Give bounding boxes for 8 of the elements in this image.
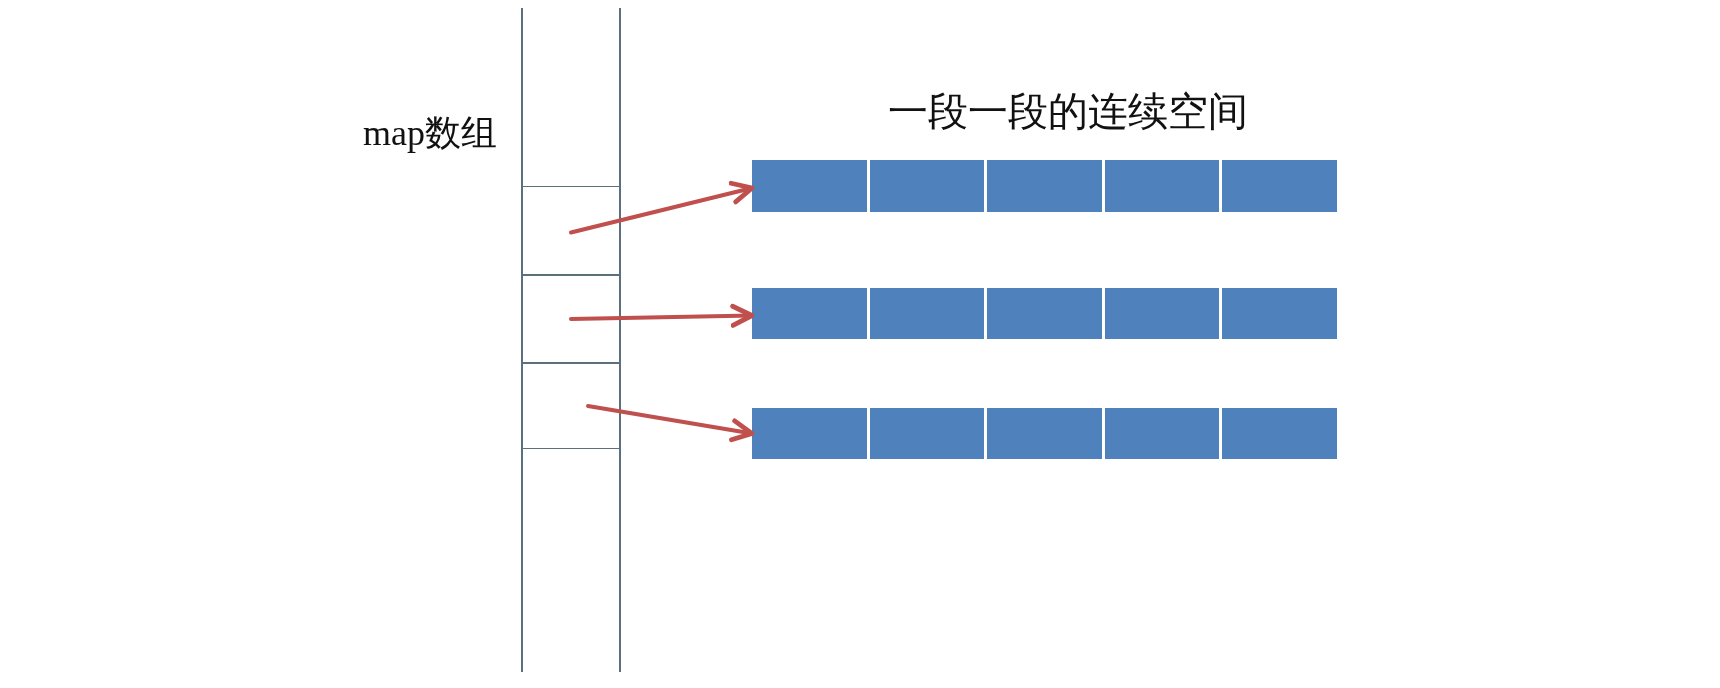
heading-text: 一段一段的连续空间 xyxy=(888,89,1248,133)
arrow xyxy=(569,180,755,235)
array-slot xyxy=(523,363,619,449)
array-label: map数组 xyxy=(363,114,497,154)
array-slot xyxy=(523,275,619,363)
arrow xyxy=(586,404,755,443)
array-slot xyxy=(523,186,619,275)
arrow xyxy=(569,303,755,328)
